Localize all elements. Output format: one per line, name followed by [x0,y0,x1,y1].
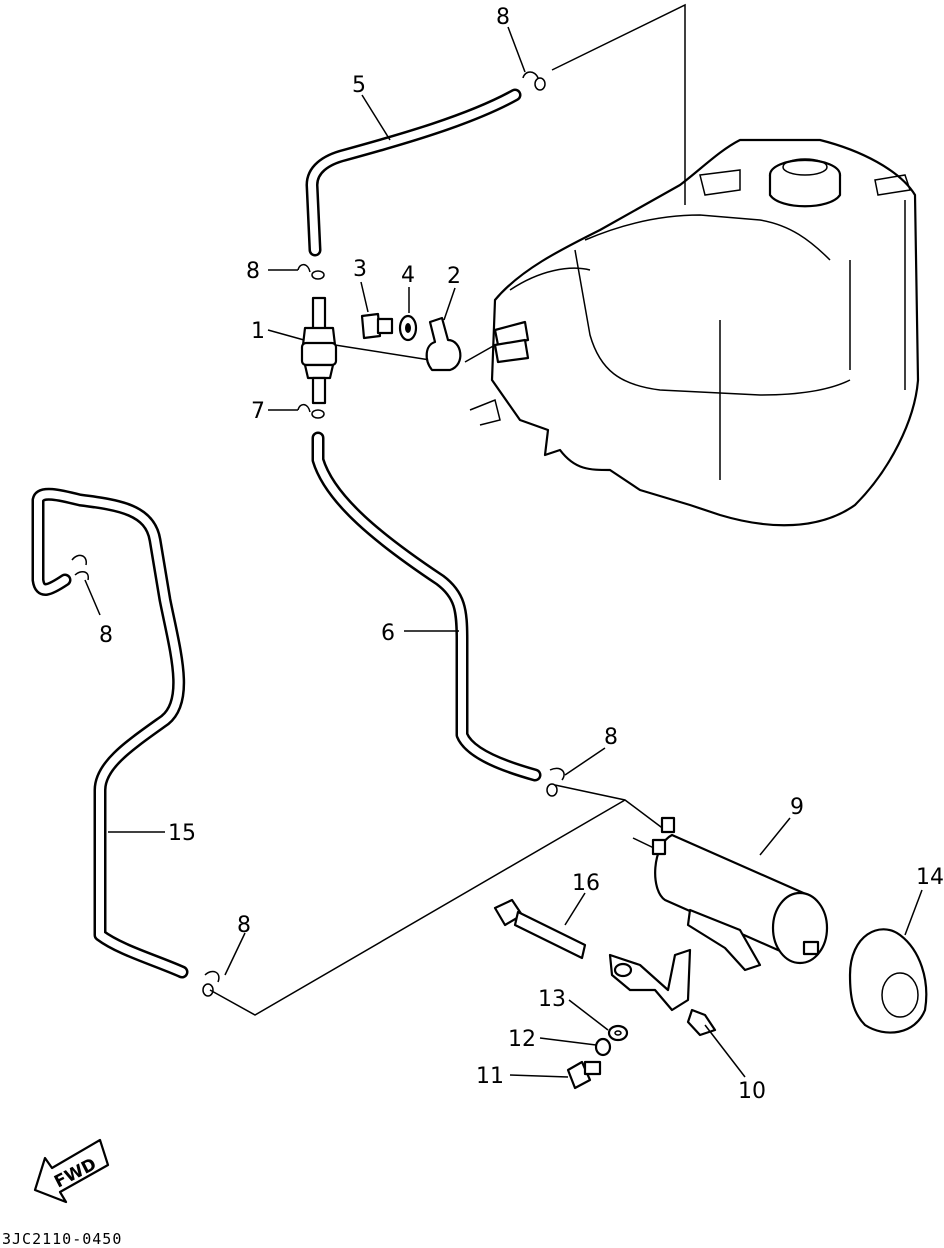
callout-8-top: 8 [496,5,510,30]
callout-2: 2 [447,264,461,289]
clip-8-left [71,554,89,581]
clip-8-bottom [202,970,220,997]
clip-7 [297,403,325,419]
bolt-11 [566,1060,602,1090]
bolt-16 [493,898,587,960]
assembly-lines [209,3,686,1016]
callout-7: 7 [251,399,265,424]
callout-16: 16 [572,871,600,896]
hose-5 [305,88,522,257]
clip-8-top [522,71,546,91]
washer-12 [594,1037,612,1057]
cover-14 [848,928,928,1034]
fuel-pump [651,816,829,972]
fuel-filter [300,296,338,405]
callout-4: 4 [401,263,415,288]
callout-6: 6 [381,621,395,646]
hose-15 [31,487,189,979]
callout-5: 5 [352,73,366,98]
screw-3 [360,312,394,340]
callouts: 8 5 8 3 4 2 1 7 8 6 8 9 15 16 14 8 13 12… [99,5,944,1104]
callout-11: 11 [476,1064,504,1089]
callout-8-bottom: 8 [237,913,251,938]
washer-13 [607,1024,629,1042]
washer-4 [398,314,418,342]
callout-10: 10 [738,1079,766,1104]
callout-12: 12 [508,1027,536,1052]
fwd-arrow: FWD [33,1138,110,1204]
bracket-10 [608,948,717,1037]
callout-8-left: 8 [99,623,113,648]
hose-6 [311,431,542,782]
callout-3: 3 [353,257,367,282]
clip-8-filter-top [297,263,325,280]
callout-13: 13 [538,987,566,1012]
drawing-code: 3JC2110-0450 [2,1230,122,1248]
clip-8-mid [546,767,565,797]
callout-8-mid: 8 [604,725,618,750]
clamp-2 [425,316,462,372]
callout-15: 15 [168,821,196,846]
fuel-tank [469,138,920,527]
callout-14: 14 [916,865,944,890]
leader-lines [84,26,923,1078]
callout-8-filter: 8 [246,259,260,284]
callout-9: 9 [790,795,804,820]
callout-1: 1 [251,319,265,344]
